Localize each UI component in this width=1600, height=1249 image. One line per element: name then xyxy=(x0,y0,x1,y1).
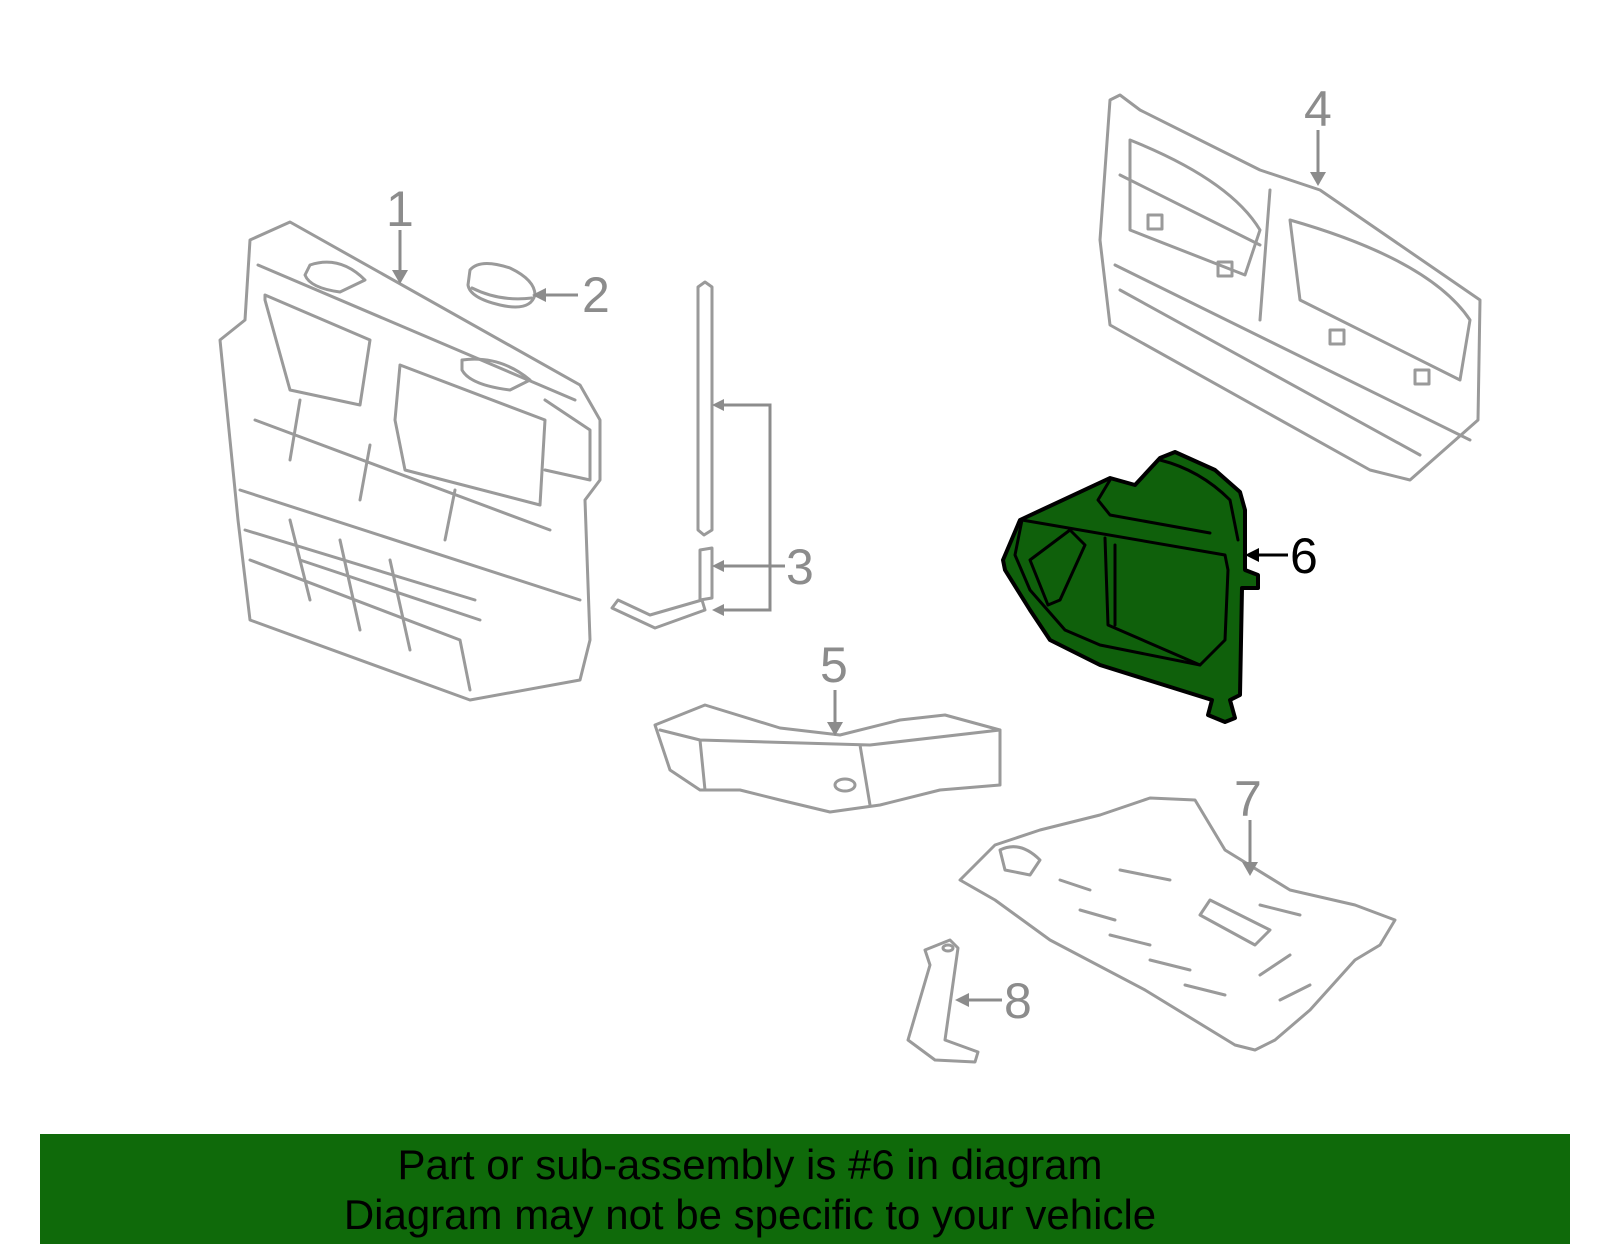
arrowhead-2 xyxy=(532,288,546,302)
banner-line-part-info: Part or sub-assembly is #6 in diagram xyxy=(397,1141,1103,1188)
arrowhead-7 xyxy=(1242,862,1258,876)
callout-6[interactable]: 6 xyxy=(1290,528,1318,584)
callout-4[interactable]: 4 xyxy=(1304,81,1332,137)
part-8-bracket[interactable] xyxy=(906,938,980,1064)
callout-2[interactable]: 2 xyxy=(582,267,610,323)
part-4-air-guide[interactable] xyxy=(1098,93,1482,482)
arrowhead-1 xyxy=(392,270,408,284)
info-banner: Part or sub-assembly is #6 in diagram Di… xyxy=(40,1134,1570,1244)
part-5-bracket[interactable] xyxy=(653,703,1002,814)
callout-1[interactable]: 1 xyxy=(386,181,414,237)
callout-8[interactable]: 8 xyxy=(1004,973,1032,1029)
callout-3[interactable]: 3 xyxy=(786,539,814,595)
banner-line-disclaimer: Diagram may not be specific to your vehi… xyxy=(343,1191,1157,1238)
part-3-seals[interactable] xyxy=(610,280,714,630)
arrowhead-5 xyxy=(827,722,843,736)
arrowhead-8 xyxy=(955,993,969,1007)
callout-5[interactable]: 5 xyxy=(820,637,848,693)
arrowhead-6 xyxy=(1245,548,1259,562)
part-1-radiator-support[interactable] xyxy=(218,220,602,702)
arrowhead-3a xyxy=(712,399,724,411)
arrowhead-4 xyxy=(1310,172,1326,186)
arrowhead-3b xyxy=(712,560,724,572)
part-6-air-duct-highlighted[interactable] xyxy=(1001,450,1260,724)
part-2-plug[interactable] xyxy=(466,262,537,309)
part-7-underbody-shield[interactable] xyxy=(958,796,1397,1052)
arrowhead-3c xyxy=(712,604,724,616)
leader-bracket-3 xyxy=(720,403,785,612)
callout-7[interactable]: 7 xyxy=(1234,771,1262,827)
